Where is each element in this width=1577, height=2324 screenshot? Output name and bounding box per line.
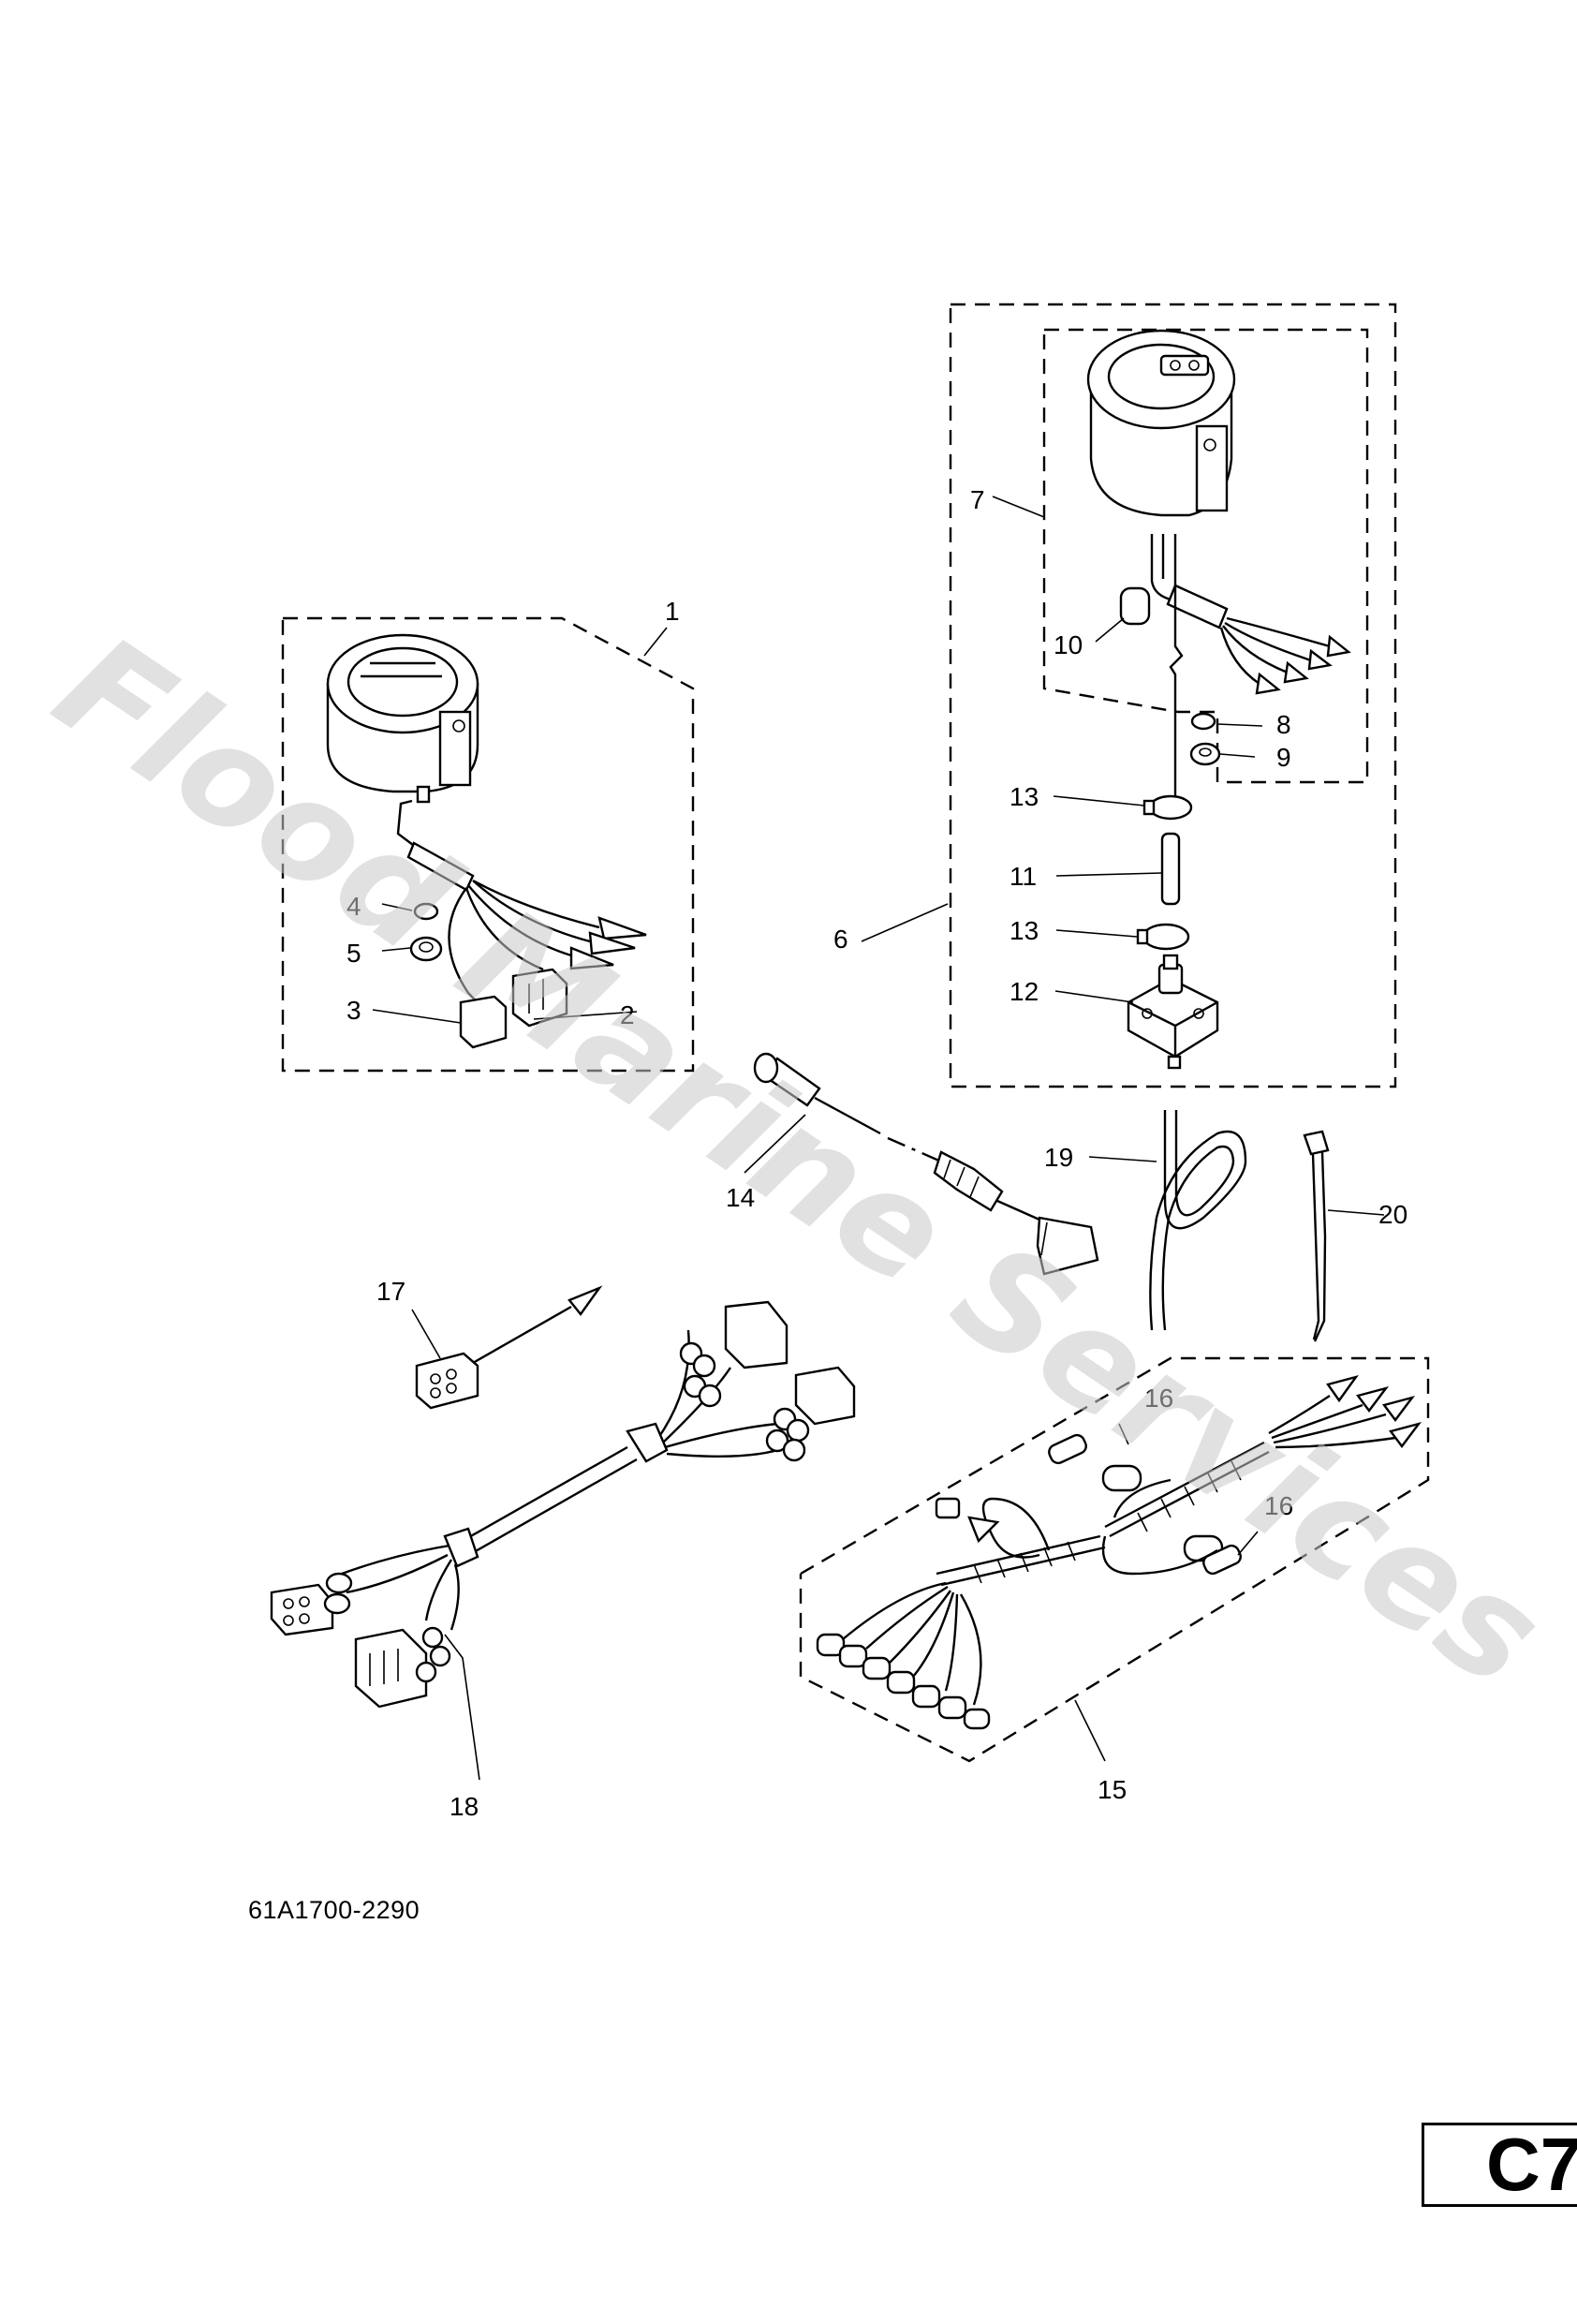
fuse-lower-part-16 [1202,1544,1242,1576]
watermark: Flood Marine Services [28,605,1570,1719]
connector-part-17 [415,1285,603,1410]
washer-part-4 [413,902,439,921]
callout-13-lower: 13 [1010,916,1039,945]
callout-17: 17 [376,1277,405,1306]
callout-12: 12 [1010,977,1039,1006]
callout-2: 2 [620,1000,635,1029]
group-6-outline [949,303,1397,1088]
main-harness-part-18 [270,1300,856,1709]
callout-14: 14 [726,1183,755,1212]
digital-gauge [1086,329,1236,517]
digital-gauge-harness [1150,534,1351,796]
speedometer-gauge [326,633,479,804]
connector-cap-part-3 [459,995,508,1049]
callout-11: 11 [1010,862,1037,891]
callout-10: 10 [1054,630,1083,659]
callout-9: 9 [1276,743,1291,772]
callout-labels: 1 2 3 4 5 6 7 8 9 10 11 12 13 13 14 15 1… [346,485,1408,1821]
callout-4: 4 [346,892,361,921]
sensor-cable-part-14 [753,1052,1099,1276]
washer-part-8 [1190,712,1216,731]
group-1-outline [281,616,695,1073]
callout-18: 18 [450,1792,479,1821]
cable-tie-part-20 [1303,1130,1330,1342]
nut-part-9 [1189,742,1221,766]
tube-part-11 [1160,832,1181,906]
callout-5: 5 [346,939,361,968]
callout-13: 13 [1010,782,1039,811]
hose-clamp-lower-part-13 [1136,923,1190,951]
leader-lines [372,496,1385,1781]
sender-part-12 [1127,954,1219,1070]
callout-16: 16 [1144,1384,1173,1413]
callout-16-lower: 16 [1264,1491,1293,1520]
fuse-upper-part-16 [1048,1433,1087,1465]
callout-6: 6 [833,925,848,954]
group-15-outline [799,1356,1430,1763]
callout-1: 1 [665,597,680,626]
callout-8: 8 [1276,710,1291,739]
callout-20: 20 [1378,1200,1408,1229]
callout-7: 7 [970,485,985,514]
connector-cap-part-2 [511,968,568,1028]
hose-part-19 [1149,1110,1247,1331]
group-7-outline [1042,328,1369,784]
callout-3: 3 [346,996,361,1025]
page-code: C7 [1422,2123,1577,2207]
nut-part-5 [409,936,443,962]
figure-number: 61A1700-2290 [248,1896,420,1924]
cap-part-10 [1119,586,1151,626]
callout-19: 19 [1044,1143,1073,1172]
speedometer-harness [396,799,647,1027]
callout-15: 15 [1098,1775,1127,1804]
hose-clamp-upper-part-13 [1142,794,1193,821]
